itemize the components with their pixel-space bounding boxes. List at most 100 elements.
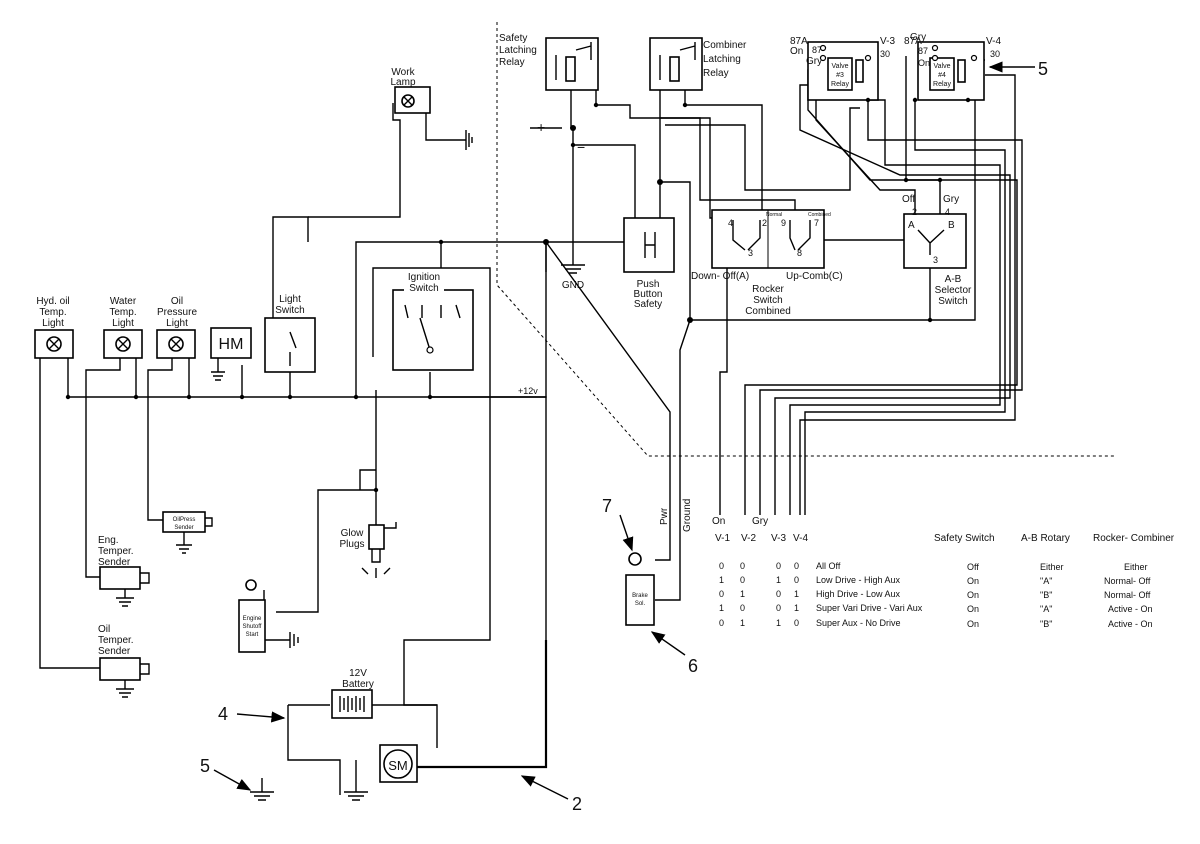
- hour-meter: [210, 327, 252, 359]
- water-label-1: Water: [110, 296, 137, 307]
- svg-text:1: 1: [740, 618, 745, 628]
- svg-text:Off: Off: [967, 562, 979, 572]
- svg-text:0: 0: [719, 561, 724, 571]
- combiner-relay-label-3: Relay: [703, 68, 729, 79]
- relay4-87: 87: [918, 46, 928, 56]
- col-v4: V-4: [793, 533, 808, 544]
- svg-text:All Off: All Off: [816, 561, 841, 571]
- heat-icon: [361, 567, 391, 578]
- push-button-label-2: Button: [634, 289, 663, 300]
- svg-text:Super Vari Drive - Vari Aux: Super Vari Drive - Vari Aux: [816, 603, 923, 613]
- svg-text:3: 3: [748, 248, 753, 258]
- col-ab: A-B Rotary: [1021, 533, 1070, 544]
- svg-text:4: 4: [728, 218, 733, 228]
- relay3-87a: 87A: [790, 36, 808, 47]
- ground-icon: [344, 791, 368, 801]
- water-label-2: Temp.: [109, 307, 136, 318]
- svg-text:Relay: Relay: [933, 81, 951, 88]
- svg-text:On: On: [967, 576, 979, 586]
- col-v1: V-1: [715, 533, 730, 544]
- svg-text:"A": "A": [1040, 576, 1052, 586]
- plus-sign: +: [537, 119, 545, 135]
- combiner-relay-label-2: Latching: [703, 54, 741, 65]
- svg-text:Normal: Normal: [766, 212, 782, 218]
- hyd-label-1: Hyd. oil: [36, 296, 69, 307]
- wire-gry-label: Gry: [752, 516, 768, 527]
- svg-text:0: 0: [776, 561, 781, 571]
- svg-text:2: 2: [762, 218, 767, 228]
- callout-5: 5: [1038, 59, 1048, 79]
- svg-text:Active - On: Active - On: [1108, 619, 1153, 629]
- svg-text:Shutoff: Shutoff: [243, 624, 262, 630]
- brake-solenoid: [625, 574, 655, 626]
- ab-off: Off: [902, 194, 915, 205]
- svg-text:0: 0: [794, 575, 799, 585]
- glow-label-2: Plugs: [339, 539, 364, 550]
- glow-plug: [368, 524, 385, 550]
- svg-text:8: 8: [797, 248, 802, 258]
- svg-text:Either: Either: [1040, 562, 1064, 572]
- ground-icon: [116, 680, 134, 698]
- svg-text:1: 1: [776, 618, 781, 628]
- ground-icon: [176, 532, 192, 554]
- ground-icon: [211, 358, 225, 381]
- gnd-label: GND: [562, 280, 584, 291]
- svg-text:0: 0: [719, 589, 724, 599]
- ground-icon: [561, 264, 585, 274]
- svg-text:Brake: Brake: [632, 593, 648, 599]
- svg-text:2: 2: [912, 207, 917, 217]
- svg-text:1: 1: [719, 603, 724, 613]
- pwr-label: Pwr: [659, 507, 670, 525]
- svg-text:Valve: Valve: [934, 63, 951, 70]
- relay3-87: 87: [812, 45, 822, 55]
- ab-gry: Gry: [943, 194, 959, 205]
- water-label-3: Light: [112, 318, 134, 329]
- svg-text:On: On: [967, 590, 979, 600]
- hyd-oil-temp-light: [34, 329, 74, 359]
- relay4-87a: 87A: [904, 36, 922, 47]
- oil-light-label-2: Pressure: [157, 307, 197, 318]
- svg-text:Either: Either: [1124, 562, 1148, 572]
- ignition-label-1: Ignition: [408, 272, 440, 283]
- oil-temp-sender-label-2: Temper.: [98, 635, 134, 646]
- rocker-up-label: Up-Comb(C): [786, 271, 843, 282]
- oil-light-label-1: Oil: [171, 296, 183, 307]
- svg-text:0: 0: [740, 561, 745, 571]
- coil-icon: [855, 59, 864, 83]
- rocker-title-1: Rocker: [752, 284, 784, 295]
- oil-pressure-light: [156, 329, 196, 359]
- svg-text:0: 0: [776, 589, 781, 599]
- ab-selector-switch: [903, 213, 967, 269]
- engine-shutoff-start: [238, 599, 266, 653]
- svg-text:7: 7: [814, 218, 819, 228]
- oil-temper-sender: [99, 657, 141, 681]
- callout-6: 6: [688, 656, 698, 676]
- col-v2: V-2: [741, 533, 756, 544]
- oil-temp-sender-label-3: Sender: [98, 646, 131, 657]
- callout-7: 7: [602, 496, 612, 516]
- svg-text:"B": "B": [1040, 619, 1052, 629]
- relay4-gry: Gry: [910, 32, 926, 43]
- svg-text:OilPress: OilPress: [173, 517, 196, 523]
- safety-relay-label-2: Latching: [499, 45, 537, 56]
- plus12v-label: +12v: [518, 386, 538, 396]
- hyd-label-2: Temp.: [39, 307, 66, 318]
- sm-label: SM: [388, 758, 408, 773]
- coil-icon: [957, 59, 966, 83]
- eng-sender-label-1: Eng.: [98, 535, 119, 546]
- relay3-30: 30: [880, 49, 890, 59]
- callout-3: 4: [218, 704, 228, 724]
- svg-text:"A": "A": [1040, 604, 1052, 614]
- eng-temper-sender: [99, 566, 141, 590]
- rocker-title-3: Combined: [745, 306, 791, 317]
- push-button-label-1: Push: [637, 279, 660, 290]
- wire-on-label: On: [712, 516, 725, 527]
- svg-text:1: 1: [794, 589, 799, 599]
- svg-text:On: On: [967, 604, 979, 614]
- svg-text:On: On: [967, 619, 979, 629]
- svg-text:0: 0: [776, 603, 781, 613]
- svg-text:"B": "B": [1040, 590, 1052, 600]
- relay3-gry: Gry: [806, 56, 822, 67]
